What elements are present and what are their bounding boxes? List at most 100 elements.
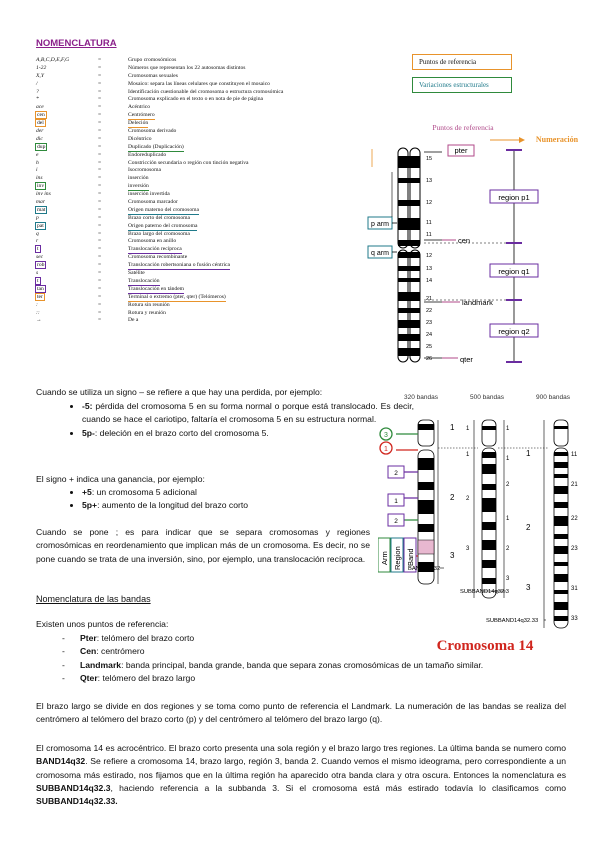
symbol-equals: = [98, 57, 102, 63]
symbol-description: Números que representan los 22 autosomas… [128, 64, 246, 71]
legend-ref-label: Puntos de referencia [419, 58, 477, 66]
symbol-code: t [35, 276, 41, 285]
symbol-description: Dicéntrico [128, 135, 152, 142]
symbol-row: ter=Terminal o extremo (pter, qter) (Tel… [35, 292, 366, 302]
symbol-equals: = [98, 64, 102, 71]
symbol-row: *=Cromosoma explicado en el texto o en n… [36, 96, 366, 104]
symbol-description: Cromosomas sexuales [128, 72, 178, 79]
svg-text:3: 3 [506, 576, 510, 582]
symbol-row: inv=inversión [34, 182, 366, 192]
ref-point-item: Landmark: banda principal, banda grande,… [80, 659, 599, 672]
svg-text:1: 1 [506, 456, 510, 462]
band-number: 25 [426, 344, 432, 350]
symbol-description: inserción [128, 175, 149, 182]
svg-text:1: 1 [526, 449, 531, 458]
ref-point-item-term: Landmark [80, 659, 122, 670]
svg-text:21: 21 [571, 482, 578, 488]
symbol-code: tan [35, 284, 46, 293]
symbol-equals: = [98, 183, 102, 190]
band-number: 22 [426, 308, 432, 314]
svg-text:3: 3 [526, 583, 531, 592]
landmark-label: landmark [462, 298, 493, 307]
symbol-equals: = [98, 80, 102, 87]
symbol-equals: = [98, 301, 102, 308]
symbol-description: Isocromosoma [128, 167, 161, 174]
loss-example-text: : deleción en el brazo corto del cromoso… [94, 427, 269, 438]
loss-example: -5: pérdida del cromosoma 5 en su forma … [82, 400, 414, 427]
symbol-equals: = [98, 199, 102, 206]
symbol-row: dic=Dicéntrico [36, 136, 366, 144]
ref-point-item-term: Cen [80, 646, 97, 657]
symbol-code: s [36, 270, 39, 277]
symbol-row: r=Cromosoma en anillo [36, 238, 366, 246]
svg-text:23: 23 [571, 546, 578, 552]
svg-text:2: 2 [394, 518, 398, 525]
symbol-code: e [36, 151, 39, 158]
symbol-row: rob=Translocación robertsoniana o fusión… [34, 261, 366, 271]
ref-point-item-term: Qter [80, 672, 98, 683]
svg-text:1: 1 [466, 426, 470, 432]
symbol-description: Translocación en tándem [128, 285, 185, 294]
page-title: NOMENCLATURA [36, 38, 117, 49]
q-arm-label: q arm [371, 250, 389, 257]
symbol-code: pat [35, 221, 46, 230]
symbol-row: :=Rotura sin reunión [36, 302, 366, 310]
symbol-equals: = [98, 120, 102, 127]
gain-example-text: : un cromosoma 5 adicional [91, 487, 197, 497]
symbol-description: Origen materno del cromosoma [128, 206, 199, 215]
symbol-description: Translocación [128, 277, 160, 286]
band-number: 11 [426, 232, 432, 238]
symbol-code: sec [36, 254, 44, 261]
symbol-code: mat [34, 205, 48, 214]
symbol-description: inserción invertida [128, 191, 170, 198]
ref-points-list: Pter: telómero del brazo cortoCen: centr… [36, 632, 599, 685]
symbol-code: rob [34, 261, 47, 270]
symbol-equals: = [98, 270, 102, 277]
qter-label: qter [460, 355, 473, 364]
ref-point-item: Qter: telómero del brazo largo [80, 672, 599, 685]
symbol-code: A,B,C,D,E,F,G [36, 57, 70, 63]
gain-example: +5: un cromosoma 5 adicional [82, 486, 414, 499]
subband-label: SUBBAND14q32.3 [460, 589, 509, 595]
symbol-equals: = [98, 262, 102, 269]
symbol-code: del [35, 119, 46, 128]
symbol-description: Translocación recíproca [128, 246, 182, 255]
symbol-code: / [36, 80, 38, 87]
symbol-code: dup [34, 142, 48, 151]
symbol-row: p=Brazo corto del cromosoma [36, 215, 366, 223]
symbol-code: cen [35, 111, 47, 120]
svg-text:2: 2 [526, 523, 531, 532]
symbol-equals: = [98, 317, 102, 324]
svg-text:3: 3 [466, 546, 470, 552]
paragraph-text: , haciendo referencia a la subbanda 3. S… [110, 782, 566, 793]
symbol-description: Brazo corto del cromosoma [128, 214, 190, 221]
ref-point-item-text: : telómero del brazo largo [97, 672, 196, 683]
symbol-description: Cromosoma en anillo [128, 238, 177, 245]
symbol-row: tan=Translocación en tándem [35, 284, 366, 294]
symbol-code: → [36, 317, 42, 324]
symbol-row: t=Translocación recíproca [35, 245, 366, 255]
symbol-code: * [36, 96, 39, 103]
svg-text:1: 1 [506, 516, 510, 522]
symbol-description: Cromosoma explicado en el texto o en not… [128, 96, 263, 103]
region-q2-label: region q2 [498, 327, 529, 336]
ref-point-item-term: Pter [80, 633, 97, 643]
symbol-row: inv ins=inserción invertida [36, 191, 366, 199]
symbol-equals: = [98, 238, 102, 245]
symbol-code: q [36, 230, 39, 237]
symbol-row: pat=Origen paterno del cromosoma [35, 221, 366, 231]
symbol-code: inv ins [36, 191, 51, 198]
svg-text:3: 3 [450, 551, 455, 560]
symbol-code: inv [34, 182, 47, 191]
region-label: Region [393, 546, 402, 570]
symbol-equals: = [98, 143, 102, 150]
symbol-equals: = [98, 246, 102, 253]
band-number: 13 [426, 178, 432, 184]
symbol-row: s=Satélite [36, 270, 366, 278]
chromosome-ideogram-figure: Puntos de referencia Numeración 15131211… [367, 123, 579, 364]
p-arm-label: p arm [371, 221, 389, 228]
legend-var-label: Variaciones estructurales [419, 81, 489, 89]
symbol-equals: = [98, 293, 102, 300]
symbol-equals: = [98, 222, 102, 229]
